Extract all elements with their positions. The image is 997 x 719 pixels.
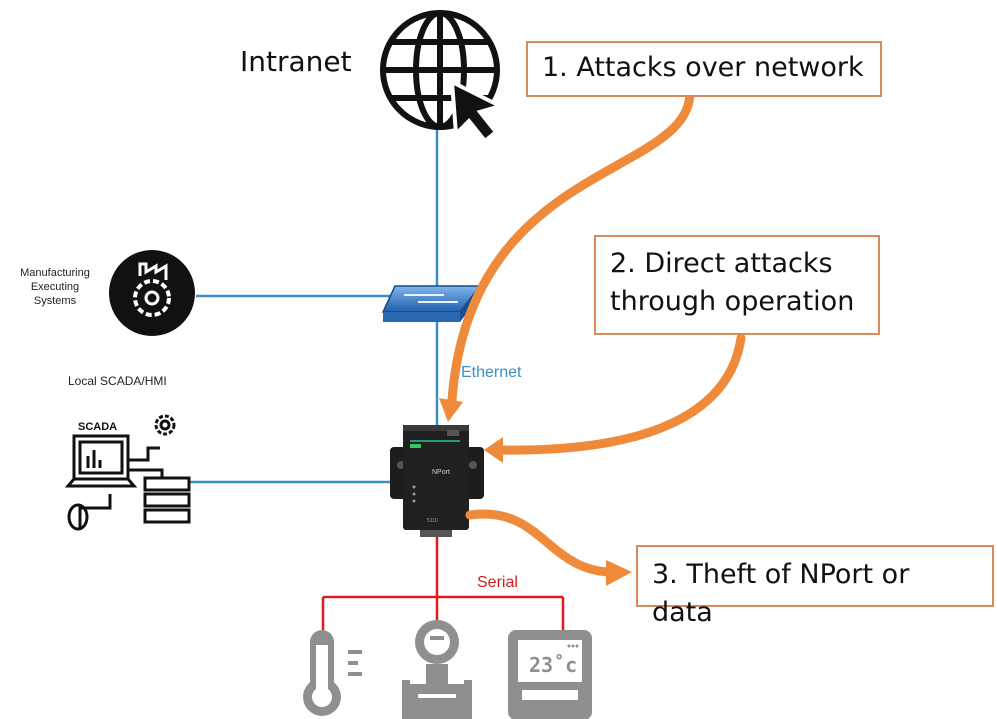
callout-attacks-over-network: 1. Attacks over network	[526, 41, 882, 97]
factory-gear-icon	[109, 250, 195, 336]
globe-icon	[380, 10, 500, 130]
arrowhead-network	[439, 398, 463, 422]
ethernet-label: Ethernet	[461, 364, 522, 381]
callout-direct-attacks: 2. Direct attacks through operation	[594, 235, 880, 335]
nport-device-icon: NPort 5110	[390, 425, 484, 537]
thermometer-icon	[303, 630, 362, 716]
mes-label-line1: Manufacturing	[20, 267, 90, 279]
cursor-icon	[449, 78, 506, 144]
callout-2-line2: through operation	[610, 286, 855, 317]
scada-label: SCADA	[78, 421, 118, 433]
nport-model-text: 5110	[427, 518, 438, 524]
mes-label-line2: Executing	[30, 281, 80, 293]
attack-arrowheads	[439, 398, 632, 586]
mes-label-line3: Systems	[33, 295, 77, 307]
arrowhead-theft	[606, 560, 632, 586]
attack-arrow-theft	[465, 509, 615, 577]
thermostat-icon: 23˚c	[508, 630, 592, 719]
callout-theft: 3. Theft of NPort or data	[636, 545, 994, 628]
network-switch-icon	[381, 285, 482, 322]
callout-1-text: 1. Attacks over network	[542, 52, 864, 83]
ethernet-links	[188, 128, 439, 484]
thermostat-display-text: 23˚c	[529, 653, 577, 677]
scada-workstation-icon	[64, 434, 191, 531]
attack-arrow-operation	[495, 333, 746, 455]
attack-arrows	[447, 87, 746, 577]
arrowhead-operation	[484, 437, 503, 463]
mes-label: Manufacturing Executing Systems	[6, 266, 104, 308]
callout-2-line1: 2. Direct attacks	[610, 248, 833, 279]
intranet-label: Intranet	[240, 45, 352, 78]
serial-links	[321, 532, 565, 640]
attack-arrow-network	[447, 87, 695, 405]
callout-3-text: 3. Theft of NPort or data	[652, 559, 910, 628]
flowmeter-icon	[402, 620, 472, 719]
gear-icon	[154, 414, 176, 436]
nport-brand-text: NPort	[432, 469, 450, 476]
local-scada-label: Local SCADA/HMI	[68, 374, 167, 388]
serial-label: Serial	[477, 574, 518, 591]
